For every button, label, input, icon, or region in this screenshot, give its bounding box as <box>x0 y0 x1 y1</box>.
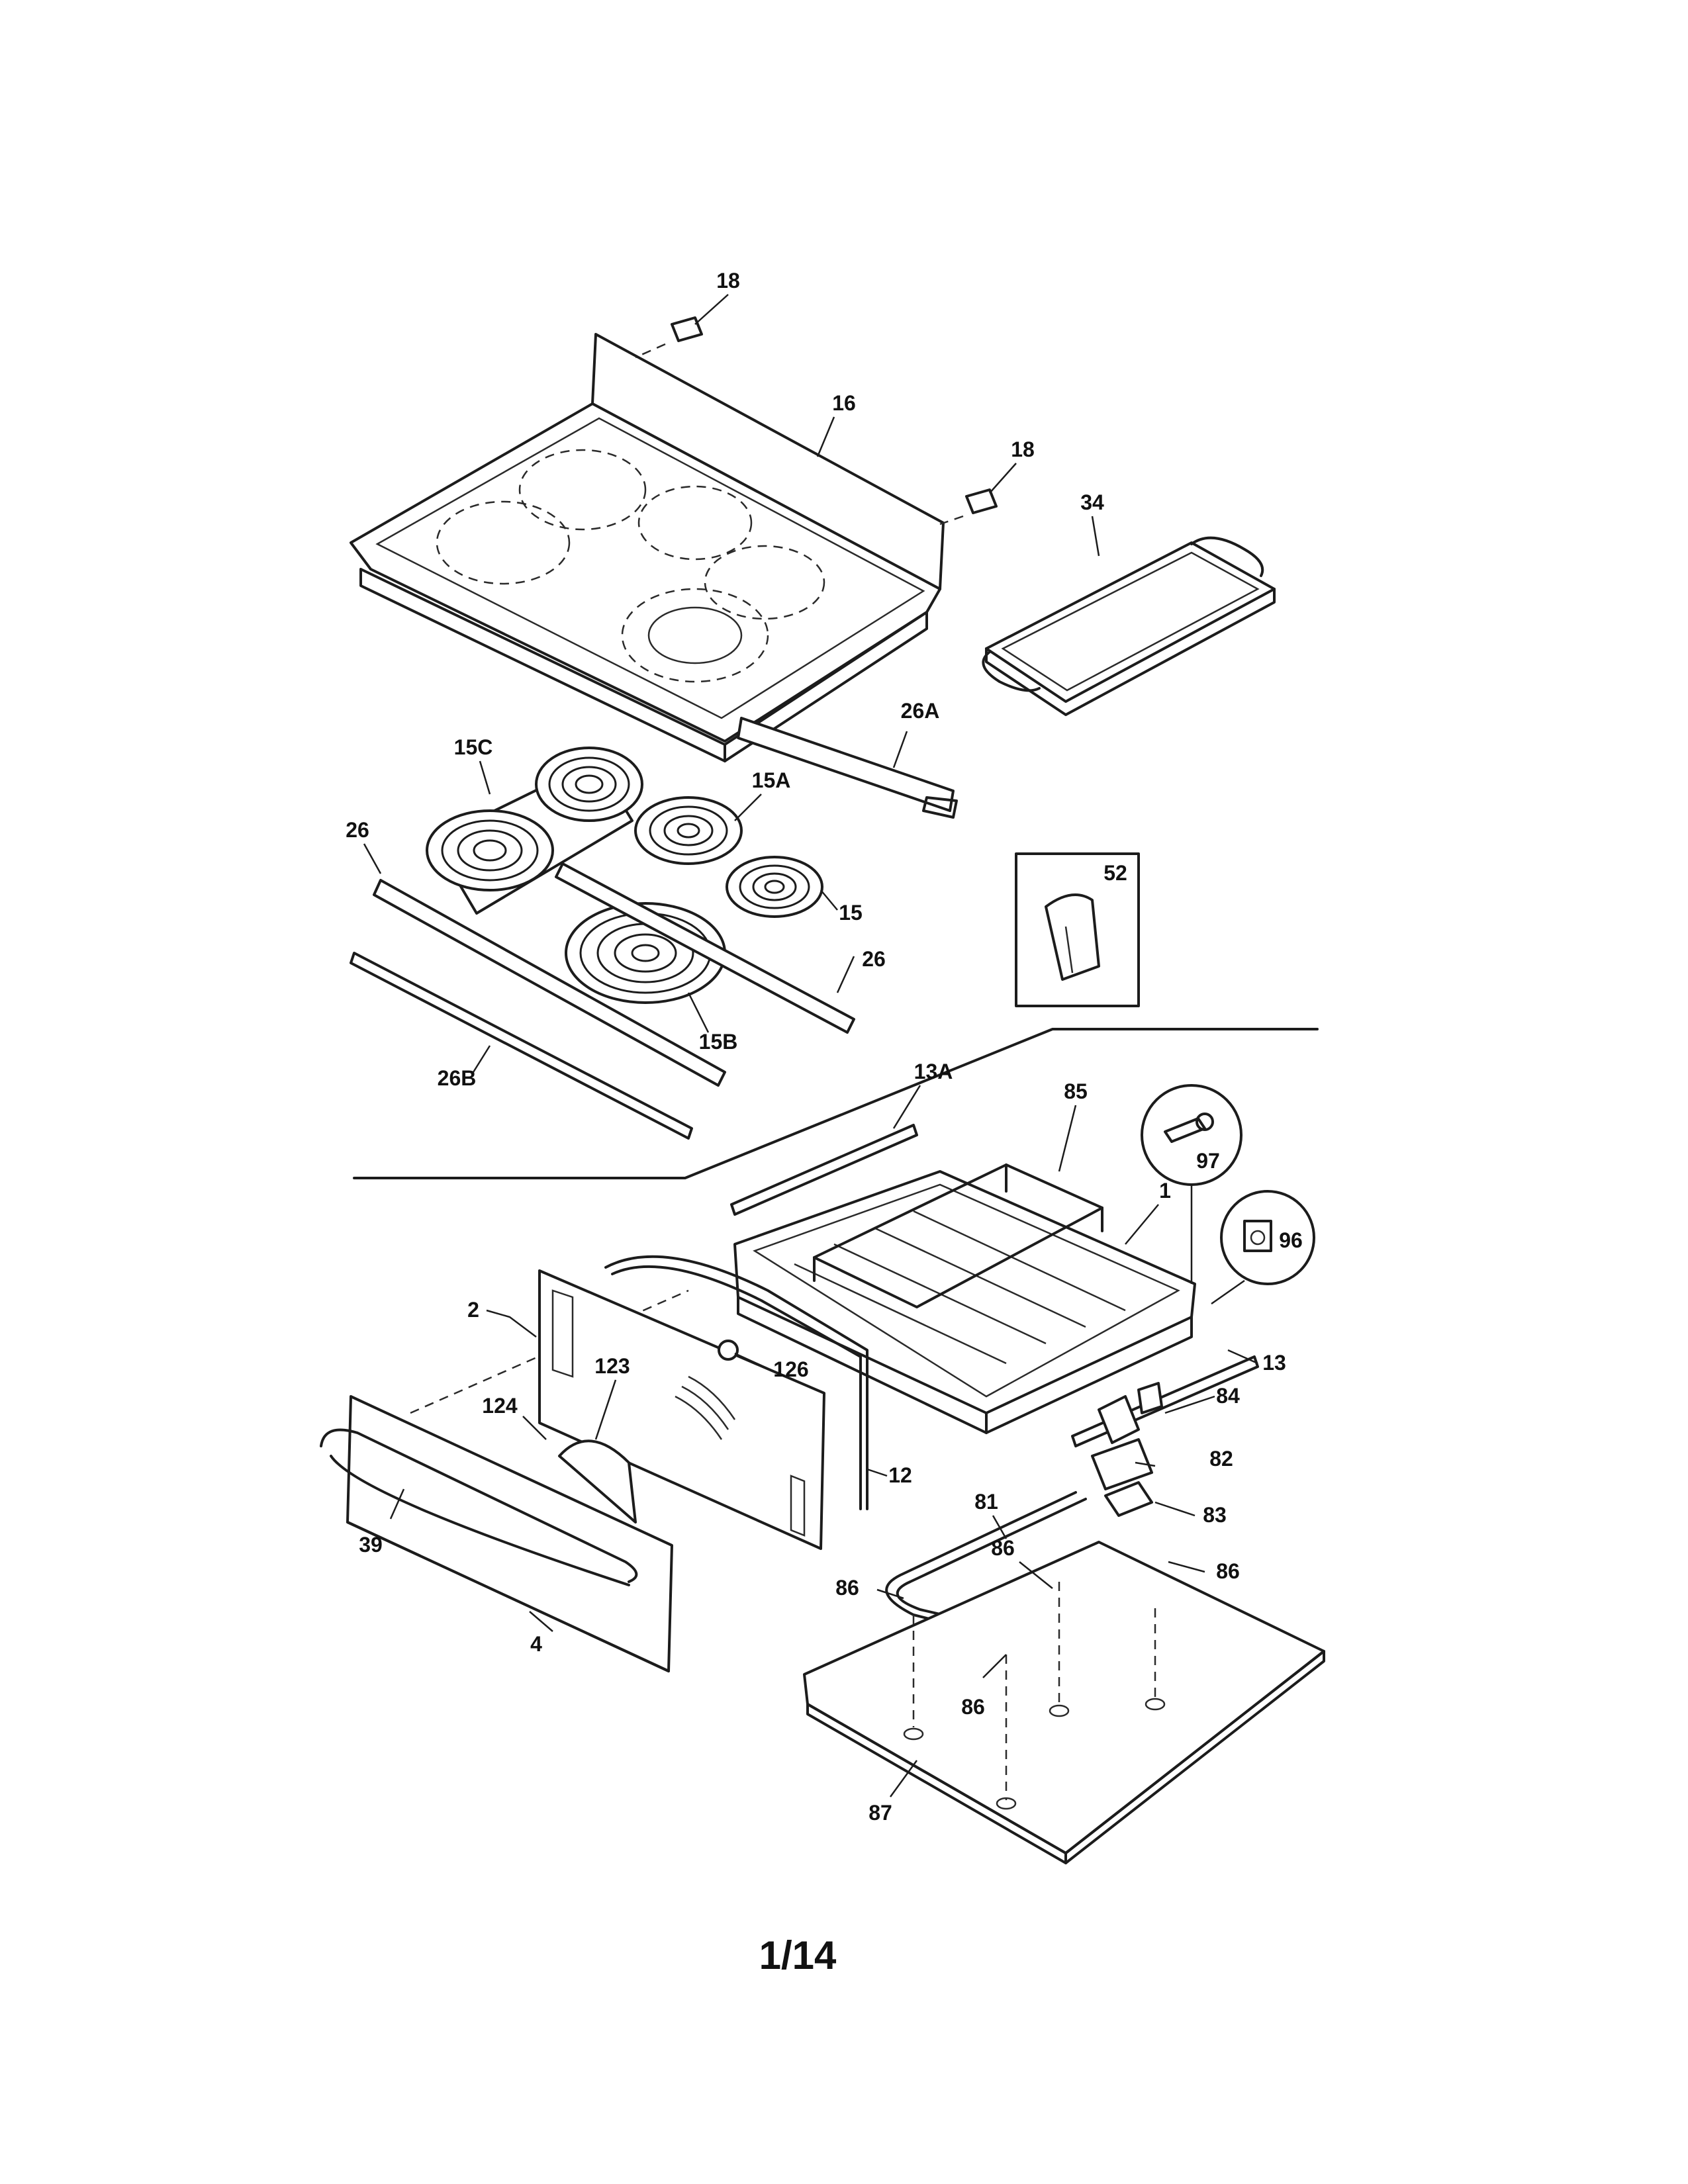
bracket-18-top <box>635 316 703 359</box>
callout-123: 123 <box>594 1354 630 1378</box>
detail-circle-96 <box>1211 1190 1315 1305</box>
callout-13a: 13A <box>914 1060 953 1083</box>
callout-126: 126 <box>773 1357 808 1381</box>
callout-2: 2 <box>467 1298 479 1322</box>
callout-15c: 15C <box>454 735 493 759</box>
callout-97: 97 <box>1196 1149 1220 1173</box>
bracket-18-right <box>939 488 998 525</box>
section-divider-line <box>353 1028 1319 1179</box>
element-15c-part <box>426 747 643 915</box>
callout-124: 124 <box>482 1394 518 1418</box>
bottom-panel-part <box>803 1541 1325 1864</box>
callout-52: 52 <box>1103 861 1127 885</box>
bracket-26-left-part <box>373 879 726 1087</box>
callout-34: 34 <box>1080 490 1104 514</box>
callout-26a: 26A <box>901 699 940 723</box>
callout-labels: 18 16 18 34 26A 15C 15A 26 15 26 15B 26B… <box>346 269 1303 1825</box>
callout-26-left: 26 <box>346 818 369 842</box>
bracket-26b-part <box>350 952 693 1140</box>
drawer-front-part <box>320 1289 689 1672</box>
callout-39: 39 <box>359 1533 383 1557</box>
cooktop-part <box>350 333 945 762</box>
callout-86-top: 86 <box>991 1536 1015 1560</box>
drawer-panel-part <box>538 1269 825 1550</box>
callout-82: 82 <box>1209 1447 1233 1471</box>
detail-circle-97 <box>1141 1084 1243 1284</box>
callout-81: 81 <box>974 1490 998 1514</box>
callout-86-right: 86 <box>1216 1559 1240 1583</box>
callout-83: 83 <box>1203 1503 1227 1527</box>
rail-13a-part <box>730 1124 918 1216</box>
element-15-part <box>726 856 823 918</box>
callout-15: 15 <box>839 901 863 925</box>
callout-12: 12 <box>888 1463 912 1487</box>
callout-86-bottom: 86 <box>961 1695 985 1719</box>
callout-85: 85 <box>1064 1079 1088 1103</box>
callout-84: 84 <box>1216 1384 1240 1408</box>
callout-18-top: 18 <box>716 269 740 293</box>
element-15a-part <box>634 796 743 865</box>
callout-18-right: 18 <box>1011 437 1035 461</box>
callout-13: 13 <box>1262 1351 1286 1375</box>
bracket-26-right-part <box>555 862 855 1034</box>
callout-86-left: 86 <box>835 1576 859 1600</box>
bracket-26a-part <box>737 717 958 819</box>
callout-26b: 26B <box>438 1066 477 1090</box>
callout-1: 1 <box>1159 1179 1171 1203</box>
griddle-part <box>982 536 1276 716</box>
callout-26-right: 26 <box>862 947 886 971</box>
gasket-12-part <box>604 1255 868 1510</box>
terminal-block-part <box>1091 1382 1163 1517</box>
callout-16: 16 <box>832 391 856 415</box>
callout-15a: 15A <box>752 768 791 792</box>
leader-lines <box>363 294 1258 1797</box>
callout-4: 4 <box>530 1632 542 1656</box>
page-number: 1/14 <box>759 1933 837 1978</box>
callout-96: 96 <box>1279 1228 1303 1252</box>
callout-15b: 15B <box>699 1030 738 1054</box>
drawer-body-part <box>733 1163 1196 1434</box>
callout-87: 87 <box>868 1801 892 1825</box>
inset-box-52 <box>1015 852 1140 1007</box>
